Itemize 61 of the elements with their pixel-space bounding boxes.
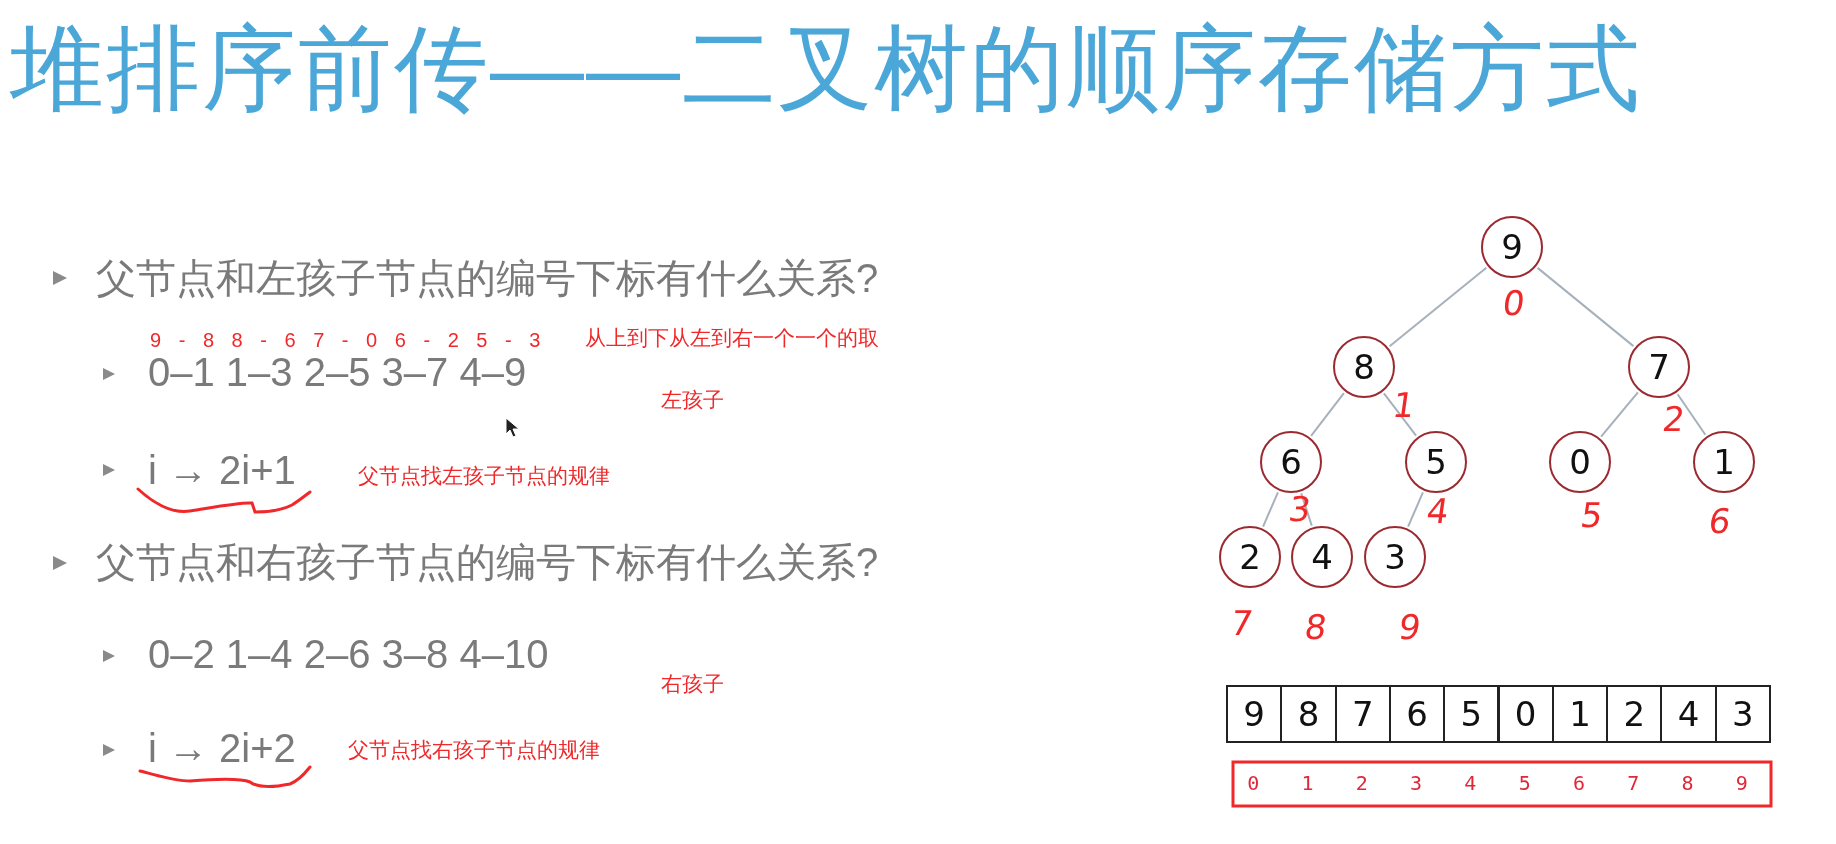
tree-node: 2: [1219, 526, 1281, 588]
array-cell: 5: [1443, 685, 1500, 743]
index-number: 7: [1627, 773, 1640, 793]
tree-edge: [1310, 392, 1345, 437]
tree-edge: [1676, 393, 1707, 436]
index-number: 4: [1424, 494, 1452, 528]
index-number: 9: [1396, 610, 1424, 644]
tree-node: 9: [1481, 216, 1543, 278]
formula-text: i → 2i+2: [148, 728, 296, 768]
index-number: 6: [1706, 504, 1734, 538]
index-number: 6: [1572, 773, 1585, 793]
slide-title: 堆排序前传——二叉树的顺序存储方式: [10, 22, 1642, 116]
example-text: 0–1 1–3 2–5 3–7 4–9: [148, 352, 527, 392]
tree-edge: [1600, 391, 1639, 438]
array-cell: 9: [1226, 685, 1283, 743]
array-cell: 3: [1714, 685, 1771, 743]
example-text: 0–2 1–4 2–6 3–8 4–10: [148, 634, 549, 674]
note-text: 右孩子: [661, 674, 724, 695]
tree-edge: [1536, 266, 1635, 348]
index-number: 7: [1228, 606, 1256, 640]
tree-edge: [1382, 392, 1418, 437]
question-text: 父节点和左孩子节点的编号下标有什么关系?: [96, 258, 879, 298]
note-text: 父节点找左孩子节点的规律: [358, 466, 610, 487]
array-cell: 4: [1660, 685, 1717, 743]
array-cell: 1: [1551, 685, 1609, 743]
index-number: 5: [1578, 498, 1606, 532]
tree-node: 4: [1291, 526, 1353, 588]
question-text: 父节点和右孩子节点的编号下标有什么关系?: [96, 542, 879, 582]
index-number: 4: [1464, 773, 1477, 793]
tree-node: 7: [1628, 336, 1690, 398]
tree-node: 1: [1693, 431, 1755, 493]
index-number: 2: [1660, 402, 1688, 436]
tree-edge: [1300, 492, 1313, 527]
tree-node: 0: [1549, 431, 1611, 493]
index-number: 0: [1500, 286, 1528, 320]
note-text: 从上到下从左到右一个一个的取: [585, 328, 879, 349]
tree-node: 5: [1405, 431, 1467, 493]
array-cell: 7: [1334, 685, 1391, 743]
tree-edge: [1407, 491, 1424, 528]
index-number: 3: [1410, 773, 1423, 793]
index-number: 1: [1301, 773, 1314, 793]
index-number: 2: [1355, 773, 1368, 793]
note-text: 父节点找右孩子节点的规律: [348, 740, 600, 761]
tree-edge: [1388, 266, 1488, 348]
array-cell: 0: [1497, 685, 1554, 743]
array-cell: 8: [1280, 685, 1337, 743]
index-number: 3: [1286, 492, 1314, 526]
index-number: 8: [1681, 773, 1694, 793]
index-number: 5: [1518, 773, 1531, 793]
formula-text: i → 2i+1: [148, 450, 296, 490]
index-number: 9: [1735, 773, 1748, 793]
note-text: 9 - 8 8 - 6 7 - 0 6 - 2 5 - 3: [150, 330, 541, 350]
tree-node: 3: [1364, 526, 1426, 588]
note-text: 左孩子: [661, 390, 724, 411]
array-cell: 6: [1388, 685, 1446, 743]
index-number: 8: [1302, 610, 1330, 644]
tree-edge: [1262, 491, 1279, 528]
array-cell: 2: [1606, 685, 1663, 743]
tree-node: 6: [1260, 431, 1322, 493]
index-number: 0: [1247, 773, 1260, 793]
tree-node: 8: [1333, 336, 1395, 398]
